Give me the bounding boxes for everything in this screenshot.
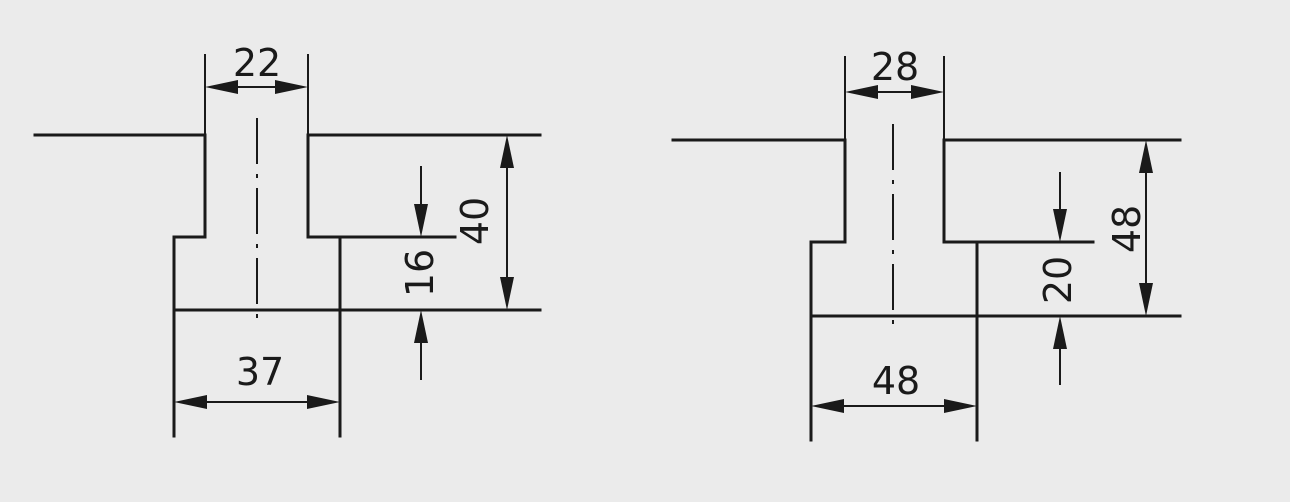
right-dim-total-height: 48 (1105, 140, 1153, 316)
right-dim-step-height: 20 (1036, 172, 1080, 385)
right-dim-bottom-width-label: 48 (872, 359, 920, 403)
left-dim-bottom-width: 37 (174, 350, 340, 409)
left-t-slot-drawing: 22 37 40 16 (33, 41, 542, 438)
left-dim-total-height-label: 40 (453, 197, 497, 245)
left-dim-step-height: 16 (398, 166, 442, 380)
right-slot-outline (671, 138, 1182, 442)
left-dim-total-height: 40 (453, 135, 514, 310)
left-dim-step-height-label: 16 (398, 249, 442, 297)
left-dim-top-width-label: 22 (233, 41, 281, 85)
left-dim-top-width: 22 (204, 41, 309, 135)
left-slot-outline (33, 133, 542, 438)
left-dim-bottom-width-label: 37 (236, 350, 284, 394)
right-dim-total-height-label: 48 (1105, 205, 1149, 253)
right-dim-bottom-width: 48 (811, 359, 977, 413)
right-dim-top-width-label: 28 (871, 45, 919, 89)
right-t-slot-drawing: 28 48 48 20 (671, 45, 1182, 442)
right-dim-step-height-label: 20 (1036, 256, 1080, 304)
right-dim-top-width: 28 (844, 45, 945, 140)
